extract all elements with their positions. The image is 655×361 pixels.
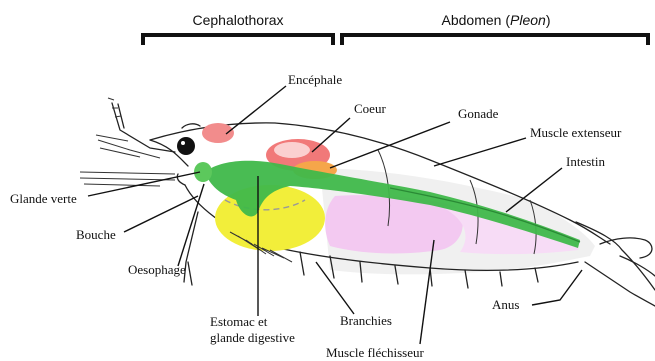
eye-highlight	[181, 141, 185, 145]
oesophage-leader	[178, 184, 204, 266]
estomac-label-line1: Estomac et	[210, 314, 268, 329]
muscle-extenseur-leader	[434, 138, 526, 166]
muscle-flechisseur-label: Muscle fléchisseur	[326, 345, 425, 360]
estomac-label-line2: glande digestive	[210, 330, 295, 345]
abdomen-label: Abdomen (Pleon)	[442, 12, 551, 28]
intestin-label: Intestin	[566, 154, 605, 169]
abdomen-label-text: Abdomen (	[442, 12, 511, 28]
encephale-organ	[202, 123, 234, 143]
abdomen-label-close: )	[546, 12, 551, 28]
oesophage-label: Oesophage	[128, 262, 186, 277]
muscle-extenseur-label: Muscle extenseur	[530, 125, 622, 140]
abdomen-label-italic: Pleon	[510, 12, 546, 28]
gonade-label: Gonade	[458, 106, 499, 121]
coeur-leader	[312, 118, 350, 152]
eye	[177, 137, 195, 155]
glande-verte-label: Glande verte	[10, 191, 77, 206]
coeur-label: Coeur	[354, 101, 386, 116]
branchies-label: Branchies	[340, 313, 392, 328]
encephale-leader	[226, 86, 286, 134]
anus-leader	[532, 270, 582, 305]
antennae	[80, 98, 175, 186]
bouche-label: Bouche	[76, 227, 116, 242]
anus-label: Anus	[492, 297, 519, 312]
cephalothorax-bracket	[143, 35, 333, 45]
coeur-highlight	[274, 142, 310, 158]
encephale-label: Encéphale	[288, 72, 342, 87]
cephalothorax-label: Cephalothorax	[192, 12, 283, 28]
abdomen-bracket	[342, 35, 648, 45]
bouche-leader	[124, 196, 198, 232]
